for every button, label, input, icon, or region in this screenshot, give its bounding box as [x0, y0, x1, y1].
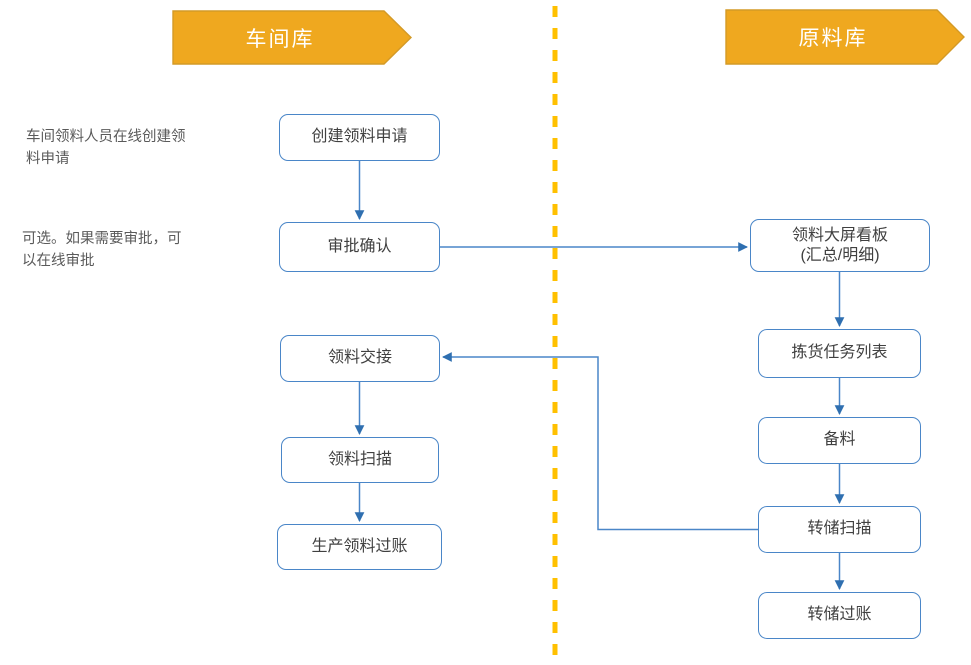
lane-banner-workshop-shape [172, 10, 412, 65]
node-approve-confirm-label: 审批确认 [327, 237, 392, 255]
node-transfer-post-label: 转储过账 [807, 606, 872, 624]
node-create-request[interactable]: 创建领料申请 [279, 114, 440, 161]
lane-banner-workshop-label: 车间库 [245, 27, 315, 51]
node-transfer-post[interactable]: 转储过账 [758, 592, 921, 639]
node-prepare-material[interactable]: 备料 [758, 417, 921, 464]
node-create-request-label: 创建领料申请 [311, 128, 408, 146]
node-material-scan[interactable]: 领料扫描 [281, 437, 439, 483]
node-production-post[interactable]: 生产领料过账 [277, 524, 442, 570]
lane-banner-workshop: 车间库 [172, 10, 412, 65]
note-approval: 可选。如果需要审批，可 以在线审批 [22, 231, 182, 270]
node-dashboard[interactable]: 领料大屏看板 (汇总/明细) [750, 219, 930, 272]
node-approve-confirm[interactable]: 审批确认 [279, 222, 440, 272]
connector-transferscan-to-handover [442, 352, 758, 531]
node-pick-task-list[interactable]: 拣货任务列表 [758, 329, 921, 378]
node-transfer-scan[interactable]: 转储扫描 [758, 506, 921, 553]
lane-banner-material-shape [725, 9, 965, 65]
node-material-handover-label: 领料交接 [327, 349, 392, 367]
node-production-post-label: 生产领料过账 [311, 537, 408, 555]
note-create-request: 车间领料人员在线创建领 料申请 [26, 129, 186, 168]
node-dashboard-label: 领料大屏看板 (汇总/明细) [791, 227, 888, 264]
node-material-handover[interactable]: 领料交接 [280, 335, 440, 382]
node-prepare-material-label: 备料 [823, 431, 856, 449]
lane-banner-material: 原料库 [725, 9, 965, 65]
node-transfer-scan-label: 转储扫描 [807, 520, 872, 538]
node-pick-task-list-label: 拣货任务列表 [791, 344, 888, 362]
node-material-scan-label: 领料扫描 [327, 450, 392, 468]
lane-banner-material-label: 原料库 [798, 27, 868, 50]
